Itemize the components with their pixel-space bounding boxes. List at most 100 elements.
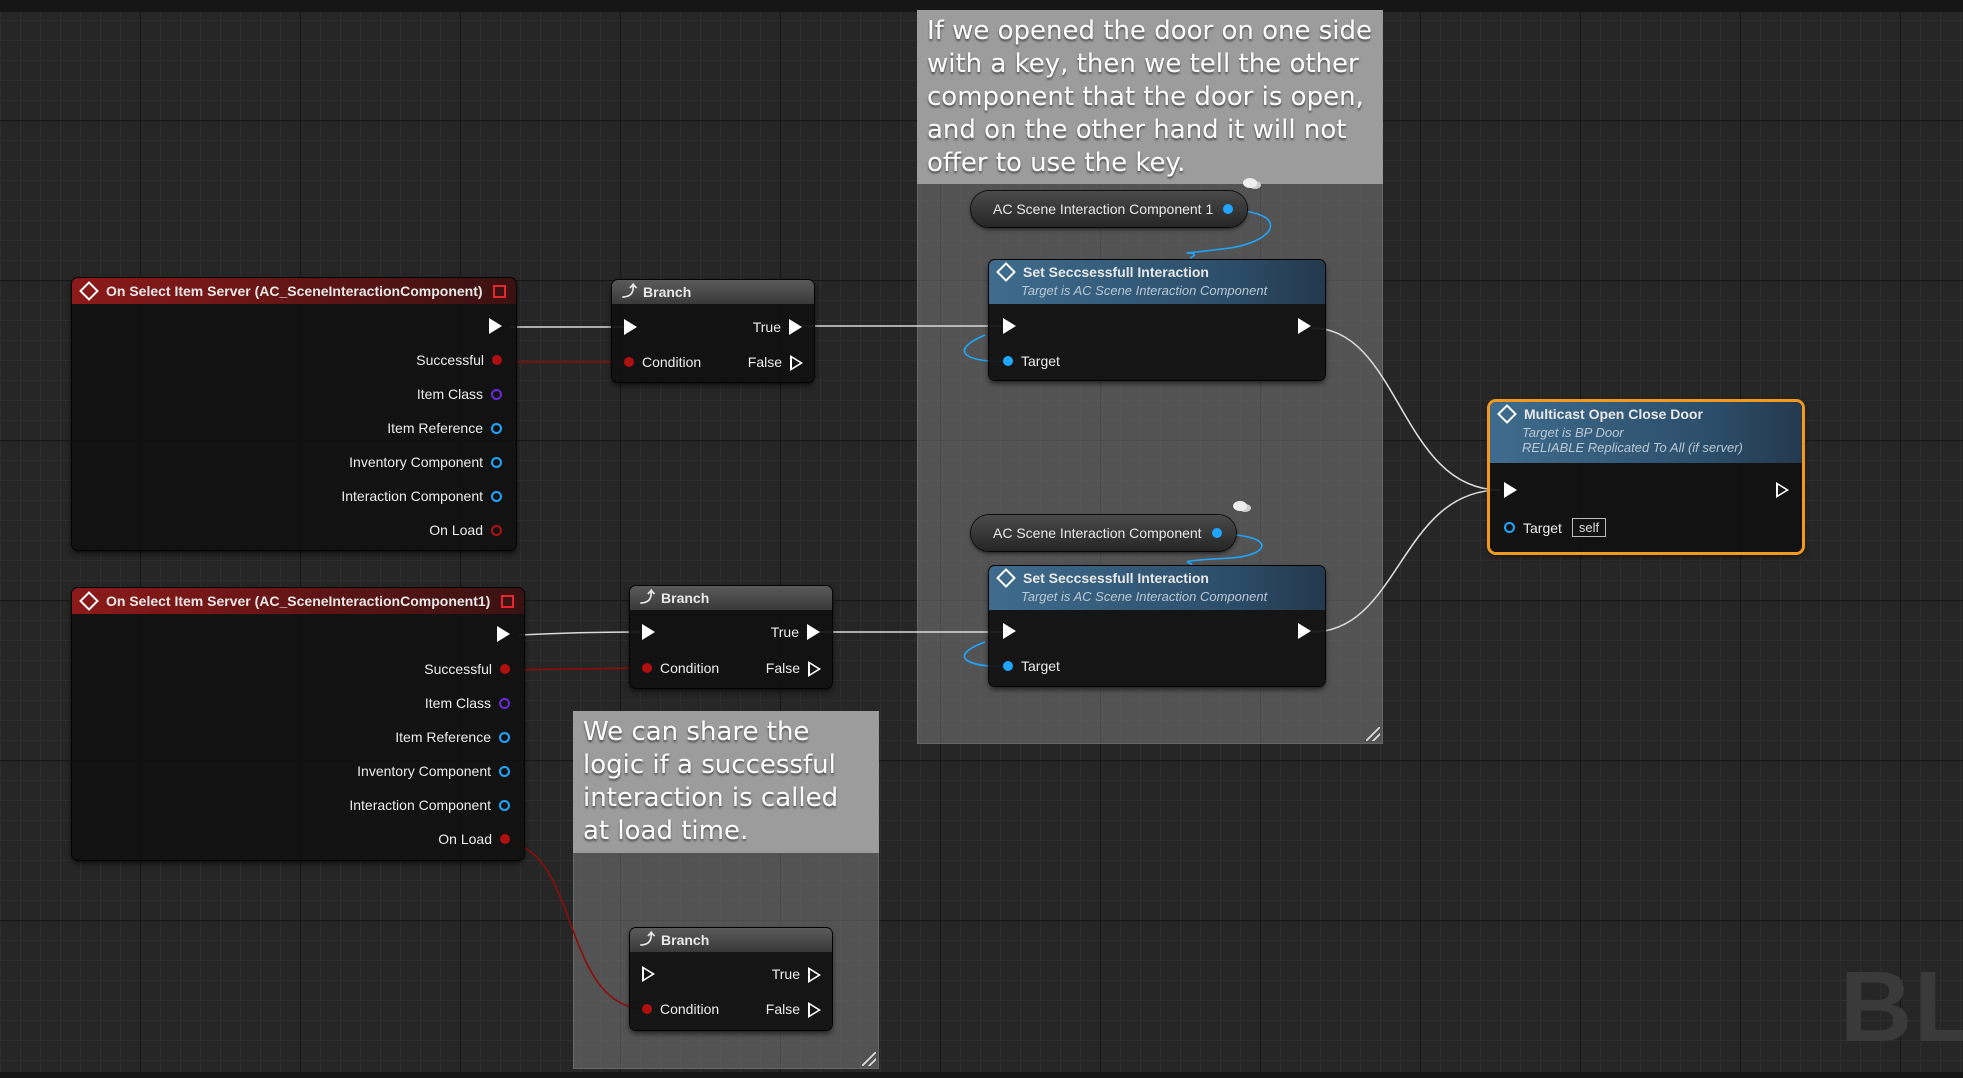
exec-pin-icon <box>789 319 802 335</box>
branch-node[interactable]: ⤴Branch True Condition False <box>630 586 832 688</box>
exec-pin-icon <box>808 967 821 983</box>
exec-pin-icon <box>807 624 820 640</box>
blueprint-watermark: BLU <box>1840 951 1963 1063</box>
exec-in-pin[interactable] <box>642 966 655 982</box>
exec-in-pin[interactable] <box>1504 482 1517 498</box>
pin-false[interactable]: False <box>766 1001 821 1018</box>
exec-in-pin[interactable] <box>624 319 637 335</box>
pin-true[interactable]: True <box>772 966 821 983</box>
exec-out-pin[interactable] <box>497 626 510 642</box>
set-successful-interaction-node[interactable]: Set Seccsessfull Interaction Target is A… <box>989 566 1325 686</box>
branch-header[interactable]: ⤴Branch <box>630 928 832 952</box>
replication-icon <box>493 284 506 298</box>
exec-pin-icon <box>497 626 510 642</box>
pin-item-reference[interactable]: Item Reference <box>395 729 510 745</box>
exec-pin-icon <box>642 624 655 640</box>
pin-item-reference[interactable]: Item Reference <box>387 420 502 436</box>
event-node-header[interactable]: On Select Item Server (AC_SceneInteracti… <box>72 588 524 614</box>
exec-out-pin[interactable] <box>1298 318 1311 334</box>
exec-out-pin[interactable] <box>1776 482 1789 498</box>
variable-ac-scene-interaction-component[interactable]: AC Scene Interaction Component <box>971 515 1236 551</box>
pin-on-load[interactable]: On Load <box>429 522 502 538</box>
pin-condition[interactable]: Condition <box>624 354 701 370</box>
set-interaction-header[interactable]: Set Seccsessfull Interaction Target is A… <box>989 260 1325 304</box>
multicast-open-close-door-node[interactable]: Multicast Open Close Door Target is BP D… <box>1490 402 1802 552</box>
bool-pin-icon <box>642 1004 652 1014</box>
pin-on-load[interactable]: On Load <box>438 831 510 847</box>
lightbulb-icon <box>1243 178 1257 188</box>
exec-pin-icon <box>1003 318 1016 334</box>
branch-icon: ⤴ <box>622 283 638 300</box>
pin-false[interactable]: False <box>766 660 821 677</box>
exec-out-pin[interactable] <box>489 318 502 334</box>
bool-pin-icon <box>491 524 502 536</box>
object-pin-icon[interactable] <box>1223 204 1234 214</box>
resize-handle-icon[interactable] <box>862 1052 876 1066</box>
exec-in-pin[interactable] <box>1003 623 1016 639</box>
exec-out-pin[interactable] <box>1298 623 1311 639</box>
bool-pin-icon <box>624 357 634 367</box>
exec-pin-icon <box>1504 482 1517 498</box>
resize-handle-icon[interactable] <box>1366 727 1380 741</box>
object-pin-icon <box>499 799 510 811</box>
object-pin-icon[interactable] <box>1211 528 1222 538</box>
bool-pin-icon <box>500 834 510 844</box>
pin-condition[interactable]: Condition <box>642 660 719 676</box>
replication-icon <box>501 594 514 608</box>
object-pin-icon <box>1003 356 1013 366</box>
target-self-field[interactable]: self <box>1571 518 1607 537</box>
pin-false[interactable]: False <box>748 354 803 371</box>
event-node-header[interactable]: On Select Item Server (AC_SceneInteracti… <box>72 278 516 304</box>
pin-condition[interactable]: Condition <box>642 1001 719 1017</box>
comment-load-logic-text[interactable]: We can share the logic if a successful i… <box>573 711 879 853</box>
exec-pin-icon <box>624 319 637 335</box>
multicast-header[interactable]: Multicast Open Close Door Target is BP D… <box>1490 402 1802 463</box>
exec-in-pin[interactable] <box>642 624 655 640</box>
event-icon <box>79 281 99 301</box>
pin-successful[interactable]: Successful <box>424 661 510 677</box>
pin-true[interactable]: True <box>771 624 820 640</box>
event-node-title: On Select Item Server (AC_SceneInteracti… <box>106 593 491 609</box>
pin-successful[interactable]: Successful <box>416 352 502 368</box>
pin-interaction-component[interactable]: Interaction Component <box>349 797 510 813</box>
bottom-bar <box>0 1072 1963 1078</box>
pin-target[interactable]: Target <box>1003 658 1060 674</box>
function-icon <box>996 568 1016 588</box>
object-pin-icon <box>499 731 510 743</box>
event-node-title: On Select Item Server (AC_SceneInteracti… <box>106 283 483 299</box>
branch-node[interactable]: ⤴Branch True Condition False <box>612 280 814 382</box>
object-pin-icon <box>1504 522 1515 533</box>
exec-pin-icon <box>1298 318 1311 334</box>
branch-icon: ⤴ <box>640 931 656 948</box>
comment-door-logic-text[interactable]: If we opened the door on one side with a… <box>917 10 1383 184</box>
bool-pin-icon <box>492 355 502 365</box>
bool-pin-icon <box>500 664 510 674</box>
class-pin-icon <box>491 388 502 400</box>
object-pin-icon <box>491 422 502 434</box>
pin-inventory-component[interactable]: Inventory Component <box>349 454 502 470</box>
branch-header[interactable]: ⤴Branch <box>630 586 832 610</box>
function-icon <box>996 262 1016 282</box>
object-pin-icon <box>1003 661 1013 671</box>
pin-target[interactable]: Target <box>1003 353 1060 369</box>
branch-node[interactable]: ⤴Branch True Condition False <box>630 928 832 1030</box>
event-node-on-select-item-server-1[interactable]: On Select Item Server (AC_SceneInteracti… <box>72 588 524 860</box>
object-pin-icon <box>491 490 502 502</box>
branch-icon: ⤴ <box>640 589 656 606</box>
event-node-on-select-item-server[interactable]: On Select Item Server (AC_SceneInteracti… <box>72 278 516 550</box>
exec-in-pin[interactable] <box>1003 318 1016 334</box>
object-pin-icon <box>491 456 502 468</box>
variable-ac-scene-interaction-component-1[interactable]: AC Scene Interaction Component 1 <box>971 191 1248 227</box>
pin-true[interactable]: True <box>753 319 802 335</box>
exec-pin-icon <box>489 318 502 334</box>
pin-item-class[interactable]: Item Class <box>417 386 502 402</box>
set-interaction-header[interactable]: Set Seccsessfull Interaction Target is A… <box>989 566 1325 610</box>
function-icon <box>1497 404 1517 424</box>
branch-header[interactable]: ⤴Branch <box>612 280 814 304</box>
exec-pin-icon <box>1003 623 1016 639</box>
set-successful-interaction-node[interactable]: Set Seccsessfull Interaction Target is A… <box>989 260 1325 380</box>
pin-inventory-component[interactable]: Inventory Component <box>357 763 510 779</box>
pin-interaction-component[interactable]: Interaction Component <box>341 488 502 504</box>
pin-item-class[interactable]: Item Class <box>425 695 510 711</box>
